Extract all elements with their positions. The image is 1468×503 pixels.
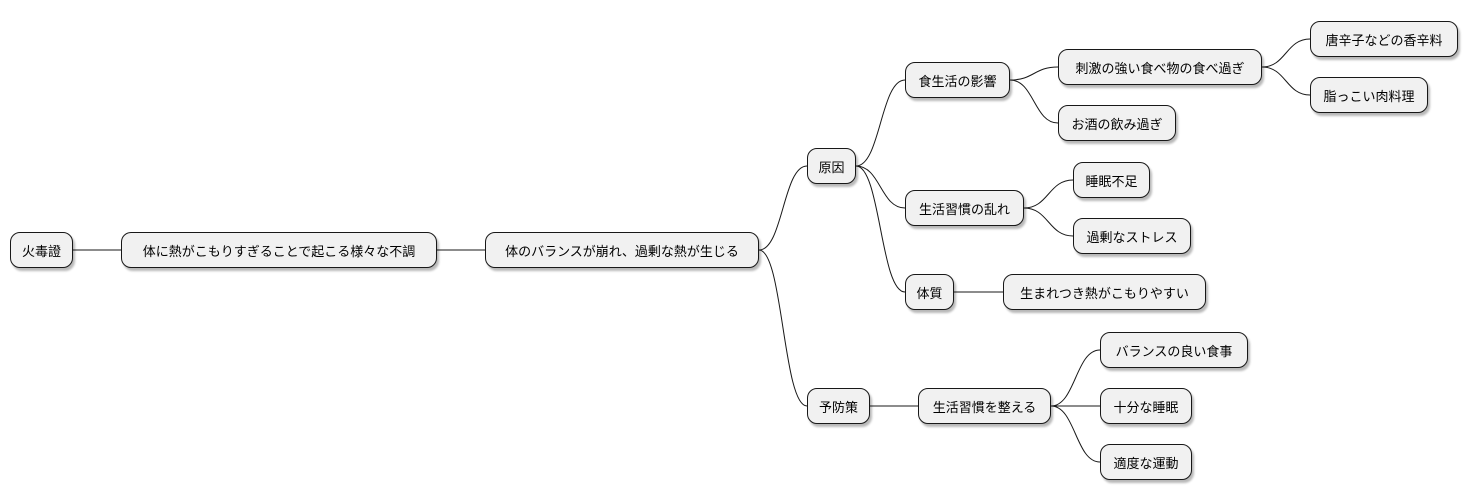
- connector-n9-n10: [1023, 179, 1074, 209]
- mindmap-node-n0: 火毒證: [10, 232, 73, 268]
- mindmap-node-n13: 生まれつき熱がこもりやすい: [1003, 274, 1206, 310]
- connector-n2-n14: [758, 249, 808, 407]
- connector-n5-n7: [1261, 66, 1311, 96]
- mindmap-node-n1: 体に熱がこもりすぎることで起こる様々な不調: [121, 232, 437, 268]
- mindmap-node-n3: 原因: [807, 148, 856, 184]
- mindmap-node-n16: バランスの良い食事: [1100, 332, 1248, 368]
- mindmap-node-n5: 刺激の強い食べ物の食べ過ぎ: [1058, 49, 1262, 85]
- mindmap-node-n15: 生活習慣を整える: [918, 388, 1051, 424]
- mindmap-node-n8: お酒の飲み過ぎ: [1058, 105, 1176, 141]
- connector-n3-n4: [855, 79, 906, 167]
- connector-n4-n5: [1009, 66, 1059, 81]
- mindmap-node-n6: 唐辛子などの香辛料: [1310, 21, 1458, 57]
- connector-n5-n6: [1261, 38, 1311, 68]
- connector-n2-n3: [758, 165, 808, 251]
- connector-n15-n16: [1050, 349, 1101, 407]
- mindmap-node-n18: 適度な運動: [1100, 444, 1192, 480]
- mindmap-node-n7: 脂っこい肉料理: [1310, 77, 1428, 113]
- connector-n4-n8: [1009, 79, 1059, 124]
- connector-n3-n12: [855, 165, 906, 293]
- mindmap-node-n2: 体のバランスが崩れ、過剰な熱が生じる: [485, 232, 759, 268]
- connector-n3-n9: [855, 165, 906, 209]
- mindmap-node-n11: 過剰なストレス: [1073, 218, 1191, 254]
- mindmap-node-n12: 体質: [905, 274, 954, 310]
- mindmap-node-n17: 十分な睡眠: [1100, 388, 1192, 424]
- mindmap-node-n14: 予防策: [807, 388, 870, 424]
- mindmap-node-n4: 食生活の影響: [905, 62, 1010, 98]
- connector-n9-n11: [1023, 207, 1074, 237]
- mindmap-node-n9: 生活習慣の乱れ: [905, 190, 1024, 226]
- mindmap-node-n10: 睡眠不足: [1073, 162, 1150, 198]
- connector-n15-n18: [1050, 405, 1101, 463]
